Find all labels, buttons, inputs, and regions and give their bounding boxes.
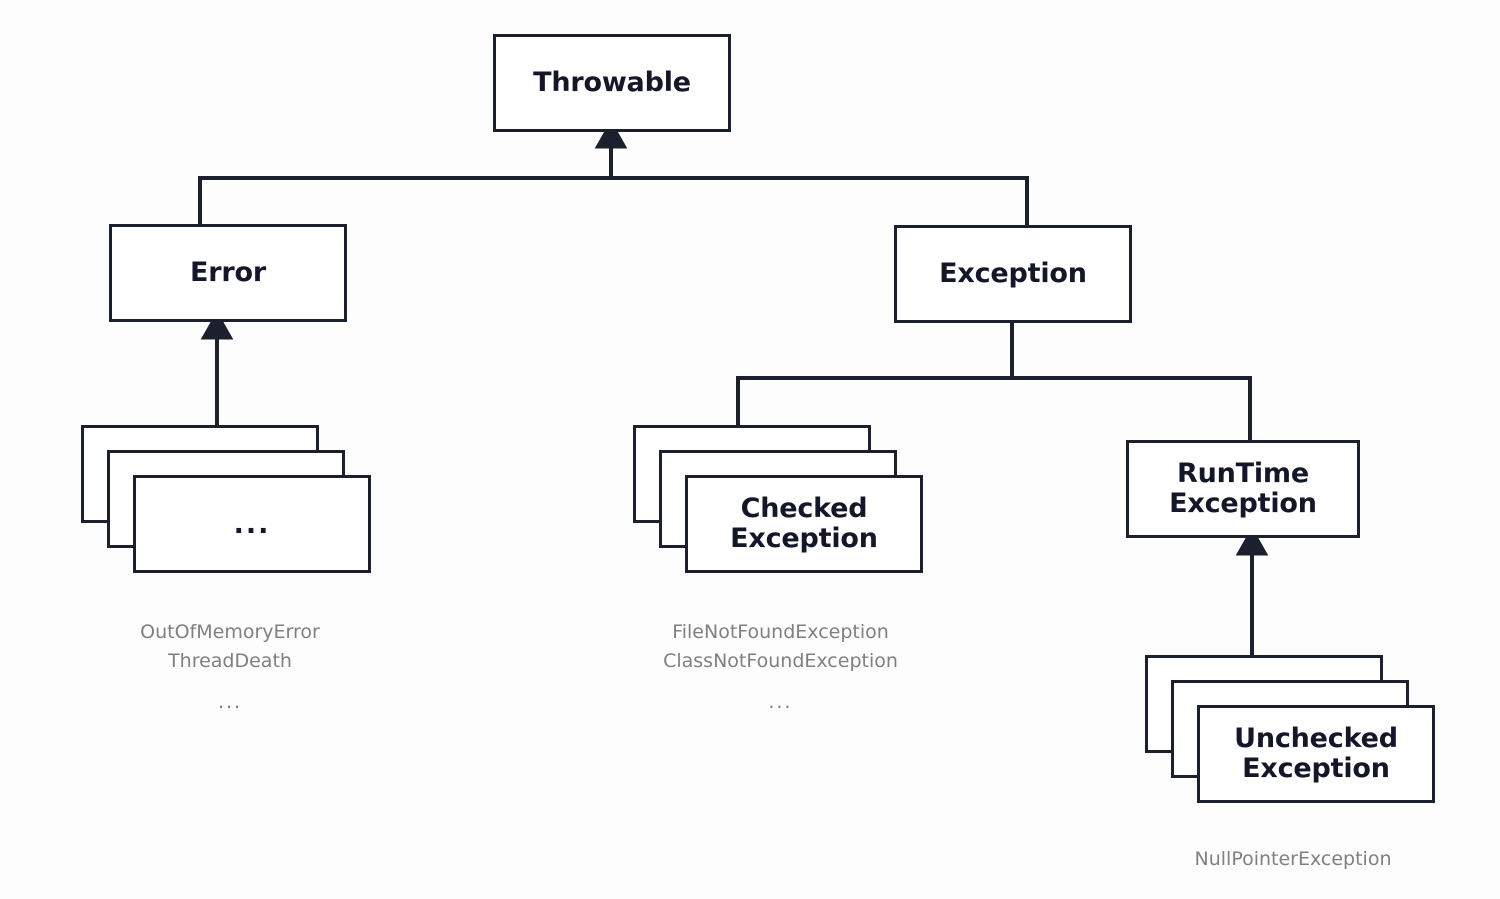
node-runtime-exception[interactable]: RunTime Exception (1126, 440, 1360, 538)
error-subclasses-card-front[interactable]: ... (133, 475, 371, 573)
node-exception[interactable]: Exception (894, 225, 1132, 323)
caption-checked-examples-items: FileNotFoundException ClassNotFoundExcep… (663, 620, 898, 672)
node-runtime-exception-label: RunTime Exception (1169, 457, 1317, 519)
node-checked-exception-stack[interactable]: Checked Exception (633, 425, 923, 573)
node-error-subclasses-stack[interactable]: ... (81, 425, 371, 573)
node-unchecked-exception-label: Unchecked Exception (1234, 722, 1398, 784)
node-throwable[interactable]: Throwable (493, 34, 731, 132)
node-throwable-label: Throwable (533, 66, 691, 98)
edge-error-exception-to-throwable (198, 119, 1029, 227)
node-error[interactable]: Error (109, 224, 347, 322)
caption-error-examples-more: ... (217, 690, 243, 713)
edge-exception-children-bus (736, 322, 1252, 442)
caption-checked-examples-more: ... (768, 690, 793, 713)
caption-error-examples: OutOfMemoryError ThreadDeath ... (80, 589, 380, 745)
caption-unchecked-examples-more: ... (1143, 886, 1443, 899)
node-checked-exception-label: Checked Exception (730, 492, 878, 554)
node-unchecked-exception-stack[interactable]: Unchecked Exception (1145, 655, 1435, 803)
checked-exception-card-front[interactable]: Checked Exception (685, 475, 923, 573)
caption-error-examples-items: OutOfMemoryError ThreadDeath (140, 620, 320, 672)
node-exception-label: Exception (939, 257, 1087, 289)
caption-unchecked-examples-items: NullPointerException (1194, 847, 1392, 870)
node-error-label: Error (190, 256, 266, 288)
caption-checked-examples: FileNotFoundException ClassNotFoundExcep… (628, 589, 933, 745)
unchecked-exception-card-front[interactable]: Unchecked Exception (1197, 705, 1435, 803)
caption-unchecked-examples: NullPointerException ... (1143, 816, 1443, 899)
node-error-subclasses-label: ... (233, 508, 271, 540)
